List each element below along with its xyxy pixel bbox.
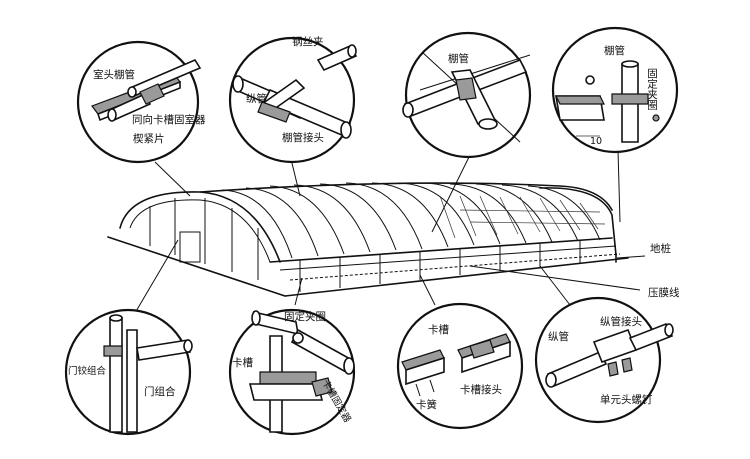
label-c2-1: 纵管 xyxy=(246,92,267,105)
label-c5-0: 门铰组合 xyxy=(68,365,107,377)
label-c1-0: 室头棚管 xyxy=(93,68,135,81)
label-c7-2: 卡槽接头 xyxy=(460,383,502,396)
detail-circle-3: 棚管 xyxy=(402,31,532,159)
label-c4-2: 10 xyxy=(590,136,602,147)
label-c7-1: 卡簧 xyxy=(416,398,437,411)
label-c1-2: 楔紧片 xyxy=(133,132,165,145)
label-c4-1-vertical: 固定夹圈 xyxy=(646,68,658,111)
label-c8-0: 纵管 xyxy=(548,330,569,343)
label-main-1: 压膜线 xyxy=(648,286,680,299)
label-c8-1: 纵管接头 xyxy=(600,315,642,328)
detail-circle-8: 纵管 纵管接头 单元头螺钉 xyxy=(534,296,674,424)
label-c5-1: 门组合 xyxy=(144,385,176,398)
leader-lines xyxy=(134,149,646,314)
label-c1-1: 同向卡槽固室器 xyxy=(132,113,206,126)
label-c8-2: 单元头螺钉 xyxy=(600,394,653,406)
label-c2-2: 棚管接头 xyxy=(282,131,324,144)
detail-circle-2: 钢丝夹 纵管 棚管接头 xyxy=(228,35,358,164)
detail-circle-4: 棚管 固定夹圈 10 xyxy=(551,26,679,154)
detail-circle-7: 卡槽 卡簧 卡槽接头 xyxy=(396,302,524,430)
label-c6-1: 卡槽 xyxy=(232,356,253,369)
label-c2-0: 钢丝夹 xyxy=(292,35,324,48)
detail-circle-1: 室头棚管 同向卡槽固室器 楔紧片 xyxy=(76,40,206,164)
film-hatching xyxy=(439,195,606,239)
label-c6-0: 固定夹圈 xyxy=(284,310,326,323)
greenhouse-structure xyxy=(107,182,629,297)
label-main-0: 地桩 xyxy=(650,242,671,255)
label-c4-1: 固定夹圈 xyxy=(646,68,658,111)
label-c7-0: 卡槽 xyxy=(428,323,449,336)
detail-circle-5: 门铰组合 门组合 xyxy=(64,308,193,436)
label-c4-0: 棚管 xyxy=(604,44,625,57)
label-c3-0: 棚管 xyxy=(448,52,469,65)
detail-circle-6: 固定夹圈 卡槽 卡槽固定器 xyxy=(228,308,356,436)
